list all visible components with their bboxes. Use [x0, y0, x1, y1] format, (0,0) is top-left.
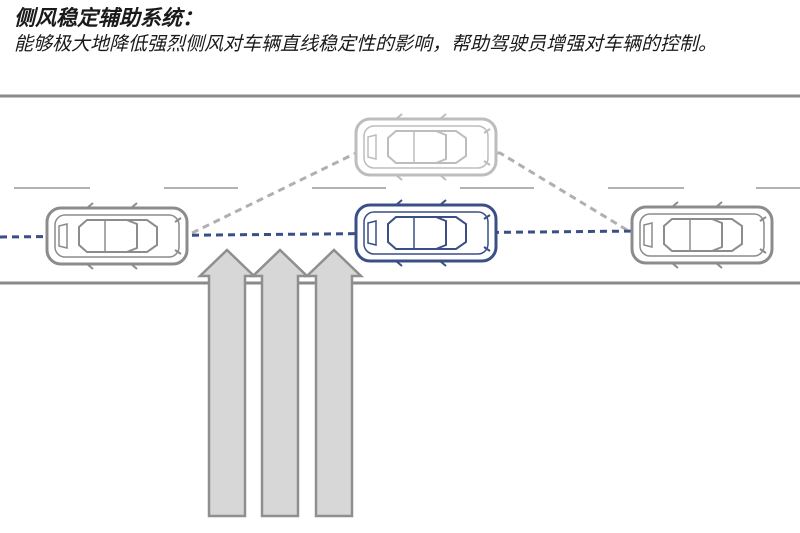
crosswind-arrow-1: [196, 248, 258, 518]
car-end: [630, 200, 774, 270]
page-title: 侧风稳定辅助系统：: [14, 6, 203, 30]
stable-path-with-assist: [0, 229, 641, 239]
crosswind-arrow-3: [303, 248, 365, 518]
car-start: [45, 201, 189, 271]
crosswind-arrow-2: [249, 248, 311, 518]
page-description: 能够极大地降低强烈侧风对车辆直线稳定性的影响，帮助驾驶员增强对车辆的控制。: [14, 33, 718, 55]
car-drift-without-assist: [354, 112, 498, 182]
crosswind-arrows: [196, 248, 365, 518]
car-stable-with-assist: [354, 198, 498, 268]
header: 侧风稳定辅助系统： 能够极大地降低强烈侧风对车辆直线稳定性的影响，帮助驾驶员增强…: [14, 4, 794, 57]
